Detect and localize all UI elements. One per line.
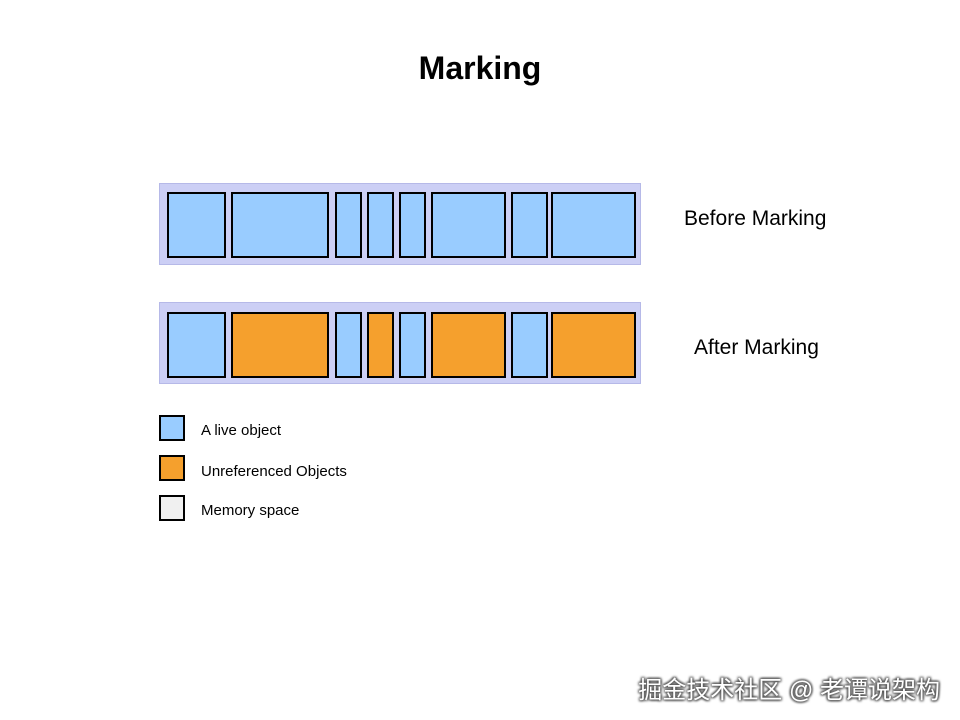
legend-swatch-live xyxy=(159,415,185,441)
row-label-after-marking: After Marking xyxy=(694,336,819,359)
heap-object-live xyxy=(367,192,394,258)
heap-object-unreferenced xyxy=(231,312,329,378)
heap-object-unreferenced xyxy=(551,312,636,378)
heap-object-live xyxy=(231,192,329,258)
legend-swatch-memory-space xyxy=(159,495,185,521)
heap-object-live xyxy=(551,192,636,258)
heap-object-live xyxy=(335,312,362,378)
heap-before-marking xyxy=(159,183,641,265)
heap-object-live xyxy=(399,312,426,378)
heap-object-live xyxy=(431,192,506,258)
legend-label-live: A live object xyxy=(201,422,282,439)
heap-object-unreferenced xyxy=(367,312,394,378)
heap-object-live xyxy=(335,192,362,258)
heap-object-live xyxy=(511,192,548,258)
heap-object-live xyxy=(511,312,548,378)
heap-object-live xyxy=(167,192,226,258)
legend-label-unreferenced: Unreferenced Objects xyxy=(201,463,347,480)
heap-object-live xyxy=(399,192,426,258)
legend-label-memory-space: Memory space xyxy=(201,502,300,519)
legend-swatch-unreferenced xyxy=(159,455,185,481)
heap-after-marking xyxy=(159,302,641,384)
watermark: 掘金技术社区 @ 老谭说架构 xyxy=(638,677,940,704)
heap-object-live xyxy=(167,312,226,378)
page-title: Marking xyxy=(418,50,542,86)
heap-object-unreferenced xyxy=(431,312,506,378)
row-label-before-marking: Before Marking xyxy=(684,207,827,230)
